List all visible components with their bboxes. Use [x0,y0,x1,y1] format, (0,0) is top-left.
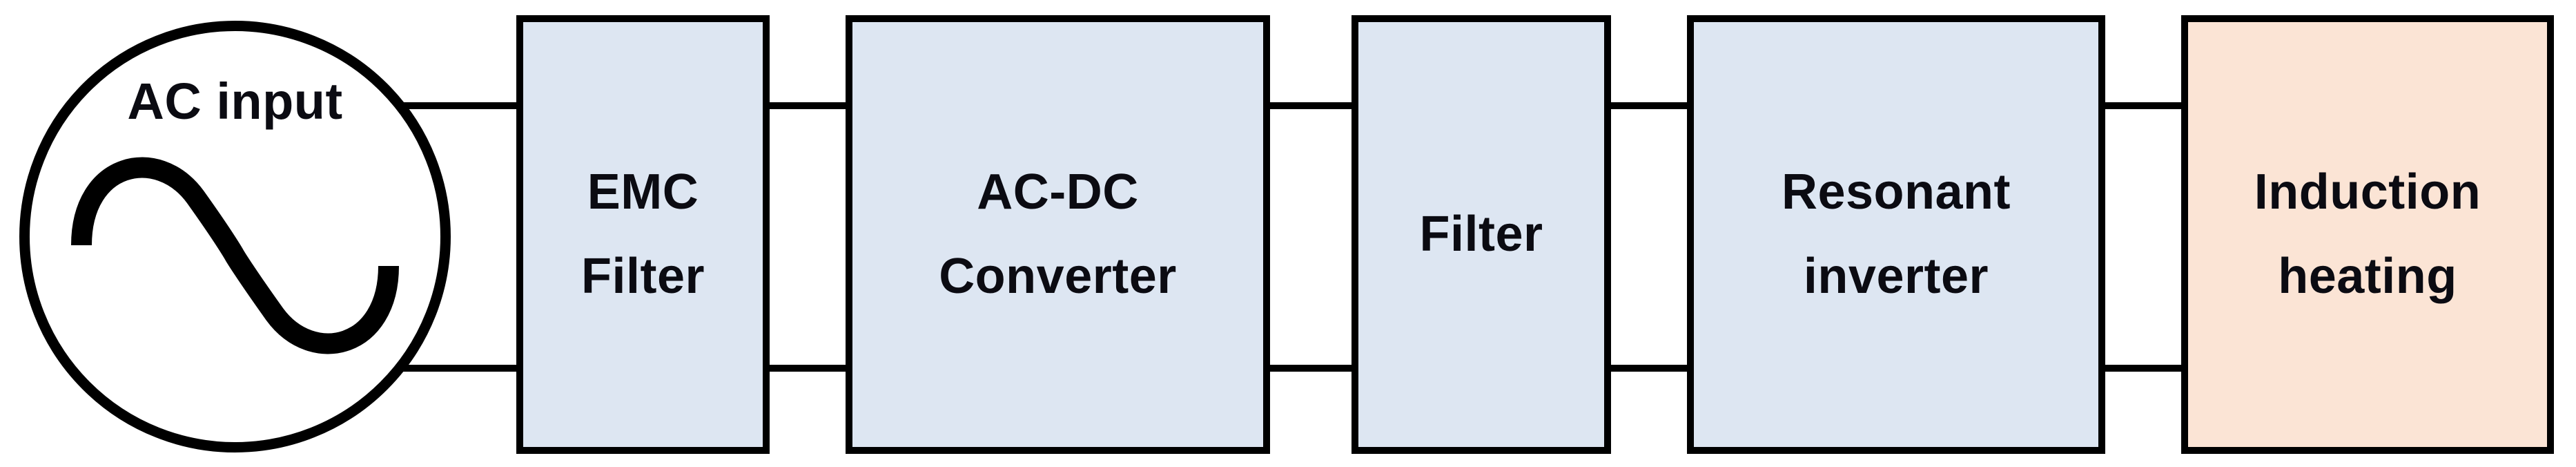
connector-resonant-to-heating-bottom [2098,365,2188,372]
block-filter[interactable]: Filter [1352,15,1611,454]
block-label-resonant-inverter-line2: inverter [1803,248,1989,304]
sine-wave-icon [71,157,399,354]
block-ac-dc-converter[interactable]: AC-DC Converter [846,15,1270,454]
block-induction-heating[interactable]: Induction heating [2181,15,2554,454]
block-label-filter-line1: Filter [1419,206,1543,262]
connector-acdc-to-filter-bottom [1263,365,1358,372]
connector-filter-to-resonant-top [1604,102,1694,109]
block-label-ac-dc-converter-line1: AC-DC [977,164,1139,220]
ac-source-label: AC input [127,73,343,130]
block-label-induction-heating-line1: Induction [2254,164,2481,220]
connector-emc-to-acdc-bottom [763,365,852,372]
connector-filter-to-resonant-bottom [1604,365,1694,372]
ac-source-circle [19,21,451,452]
connector-source-to-emc-bottom [387,365,525,372]
block-label-emc-filter-line2: Filter [580,248,705,304]
block-label-resonant-inverter-line1: Resonant [1781,164,2011,220]
connector-acdc-to-filter-top [1263,102,1358,109]
block-emc-filter[interactable]: EMC Filter [516,15,770,454]
connector-source-to-emc-top [387,102,525,109]
connector-resonant-to-heating-top [2098,102,2188,109]
connector-emc-to-acdc-top [763,102,852,109]
block-label-emc-filter-line1: EMC [587,164,699,220]
block-label-ac-dc-converter-line2: Converter [939,248,1177,304]
block-resonant-inverter[interactable]: Resonant inverter [1687,15,2105,454]
block-label-induction-heating-line2: heating [2278,248,2457,304]
